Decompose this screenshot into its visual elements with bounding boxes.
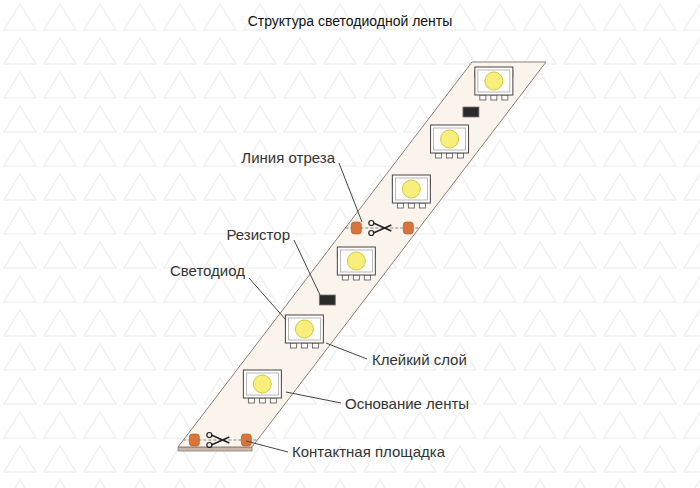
resistor-symbol bbox=[463, 107, 479, 117]
led-chip bbox=[392, 175, 430, 208]
part-label: Основание ленты bbox=[345, 395, 469, 413]
led-chip bbox=[285, 315, 323, 348]
led-chip bbox=[431, 125, 469, 158]
contact-pad bbox=[241, 434, 251, 446]
led-chip bbox=[475, 67, 513, 100]
part-label: Линия отреза bbox=[241, 149, 335, 167]
contact-pad bbox=[351, 222, 361, 234]
scissors-icon bbox=[207, 433, 230, 448]
resistor-symbol bbox=[319, 295, 335, 305]
part-label: Клейкий слой bbox=[372, 351, 467, 369]
strip-base bbox=[178, 62, 546, 447]
diagram-title: Структура светодиодной ленты bbox=[0, 12, 700, 30]
part-label: Контактная площадка bbox=[292, 443, 445, 461]
contact-pad bbox=[189, 434, 199, 446]
led-chip bbox=[337, 247, 375, 280]
strip-edge bbox=[178, 447, 252, 451]
cut-line bbox=[345, 221, 419, 236]
led-chip bbox=[243, 370, 281, 403]
cut-line bbox=[183, 433, 257, 448]
scissors-icon bbox=[369, 221, 392, 236]
part-label: Резистор bbox=[226, 226, 290, 244]
contact-pad bbox=[403, 222, 413, 234]
part-label: Светодиод bbox=[170, 262, 245, 280]
